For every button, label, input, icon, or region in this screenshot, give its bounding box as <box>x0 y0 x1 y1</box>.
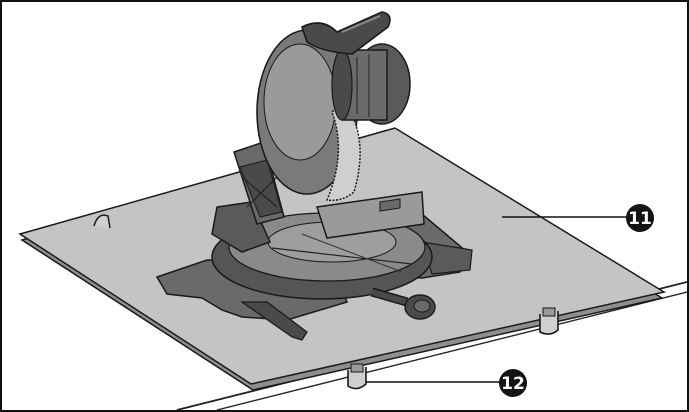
saw-blade <box>325 100 361 202</box>
motor-housing <box>331 43 411 125</box>
saw-handle <box>301 11 391 55</box>
callout-12-number: 12 <box>501 374 525 394</box>
clamp-front <box>347 363 367 390</box>
miter-lock-knob <box>370 287 436 320</box>
miter-saw <box>155 11 473 341</box>
callout-12: 12 <box>366 369 527 397</box>
clamp-right <box>539 307 559 335</box>
blade-guard <box>256 29 358 195</box>
callout-11: 11 <box>502 204 654 232</box>
callout-11-number: 11 <box>628 209 652 229</box>
clamp-back <box>93 214 111 229</box>
